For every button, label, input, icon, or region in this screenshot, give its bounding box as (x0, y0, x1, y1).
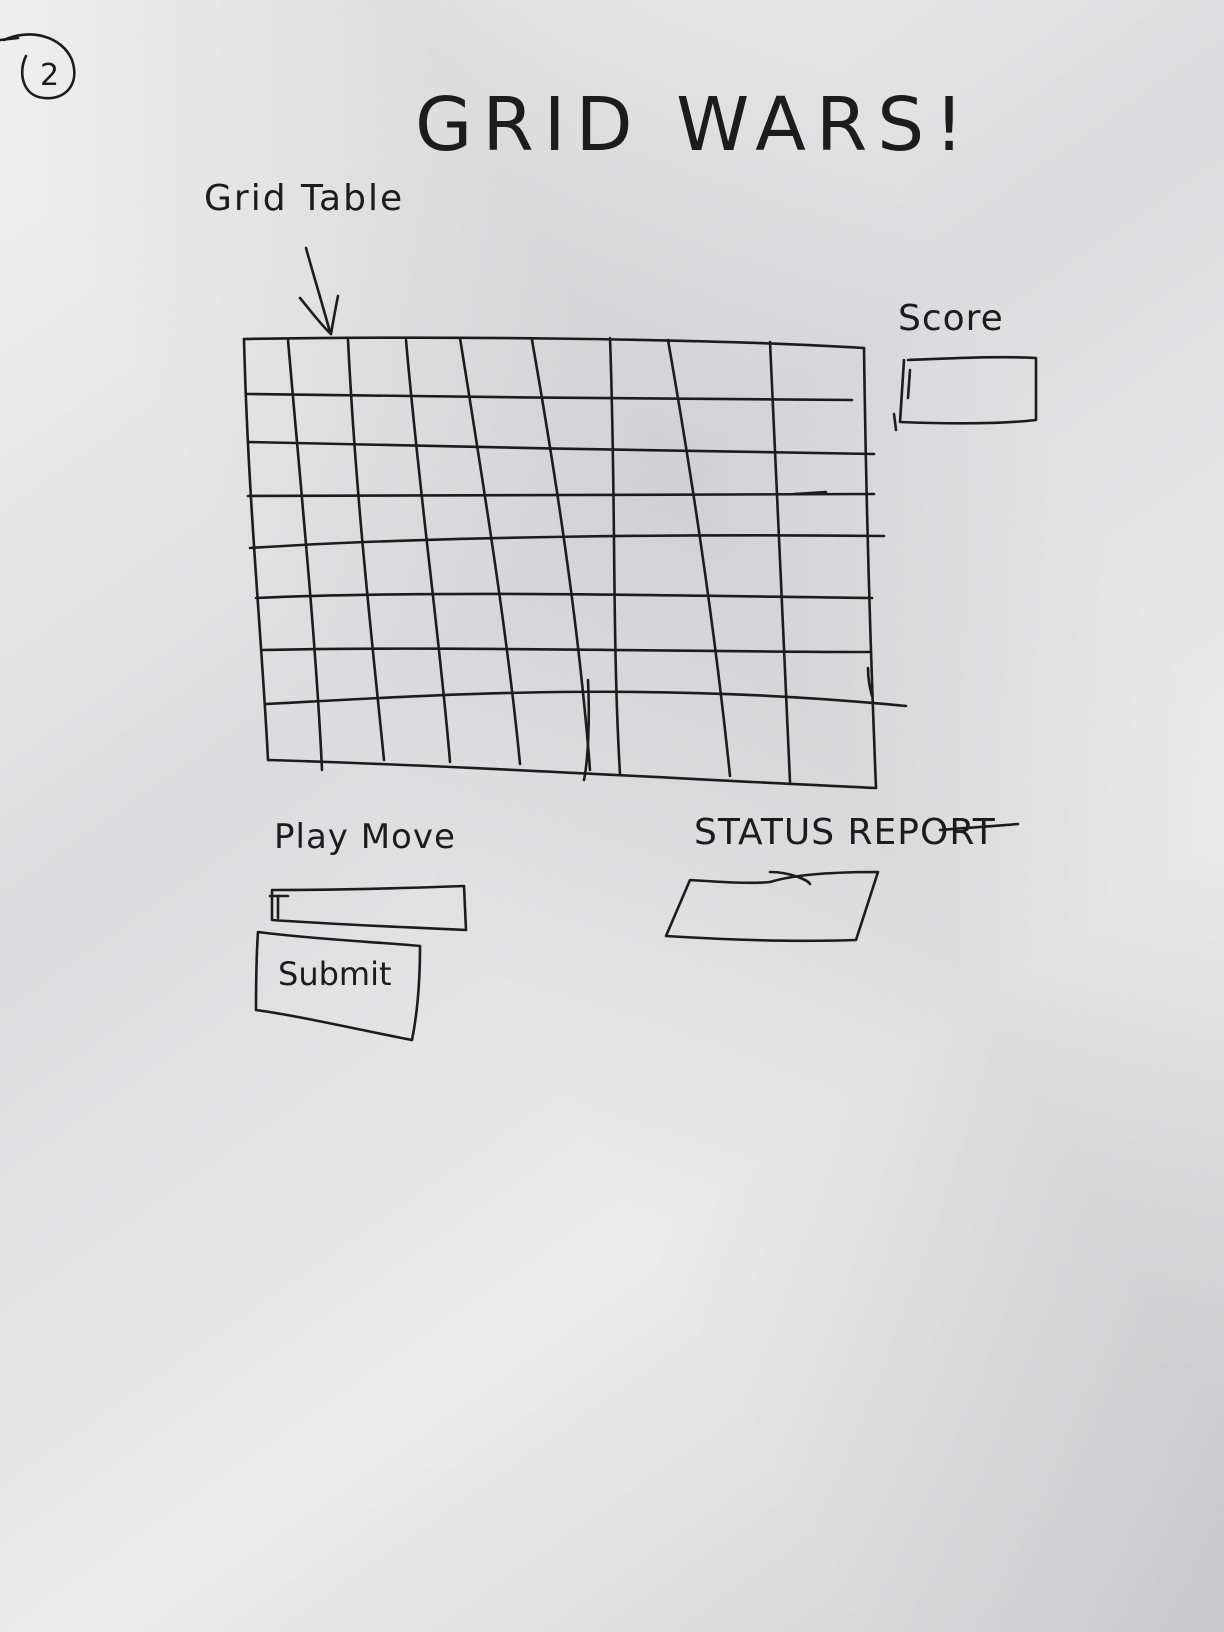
score-label: Score (898, 298, 1004, 339)
grid-column-line (666, 338, 732, 778)
grid-column-line (768, 340, 792, 784)
grid-row-line (246, 492, 876, 498)
grid-row-line (254, 592, 874, 600)
grid-table-label: Grid Table (204, 178, 405, 219)
grid-border-left (242, 337, 270, 762)
grid-row-line (264, 690, 908, 708)
grid-column-line (530, 338, 592, 772)
submit-button-label: Submit (278, 955, 392, 993)
grid-border-top (242, 336, 866, 350)
page-title: GRID WARS! (415, 82, 974, 168)
grid-column-line (286, 338, 324, 772)
page-number-circle (0, 33, 76, 100)
score-display (900, 356, 1040, 426)
play-move-label: Play Move (274, 817, 456, 857)
submit-button-outline (254, 930, 422, 1042)
grid-row-line (248, 534, 886, 550)
status-report-label: STATUS REPORT (694, 812, 996, 853)
move-input[interactable] (270, 886, 470, 932)
grid-column-line (346, 338, 386, 762)
grid-border-right (862, 346, 878, 790)
status-report-underline (938, 822, 1020, 832)
grid-column-line (608, 336, 622, 776)
submit-button[interactable] (253, 930, 423, 1040)
score-box-outline (892, 355, 1038, 432)
grid-table (242, 336, 908, 790)
grid-column-line (582, 678, 591, 782)
grid-row-line (260, 647, 872, 654)
grid-border-bottom (266, 758, 878, 790)
grid-row-line (246, 440, 876, 456)
status-box-outline (664, 870, 880, 943)
page-number: 2 (40, 58, 60, 93)
grid-column-line (458, 336, 522, 766)
status-report-display (665, 870, 883, 942)
grid-column-line (404, 338, 452, 764)
grid-row-line (244, 392, 854, 402)
grid-pointer-arrow-icon (298, 246, 340, 336)
